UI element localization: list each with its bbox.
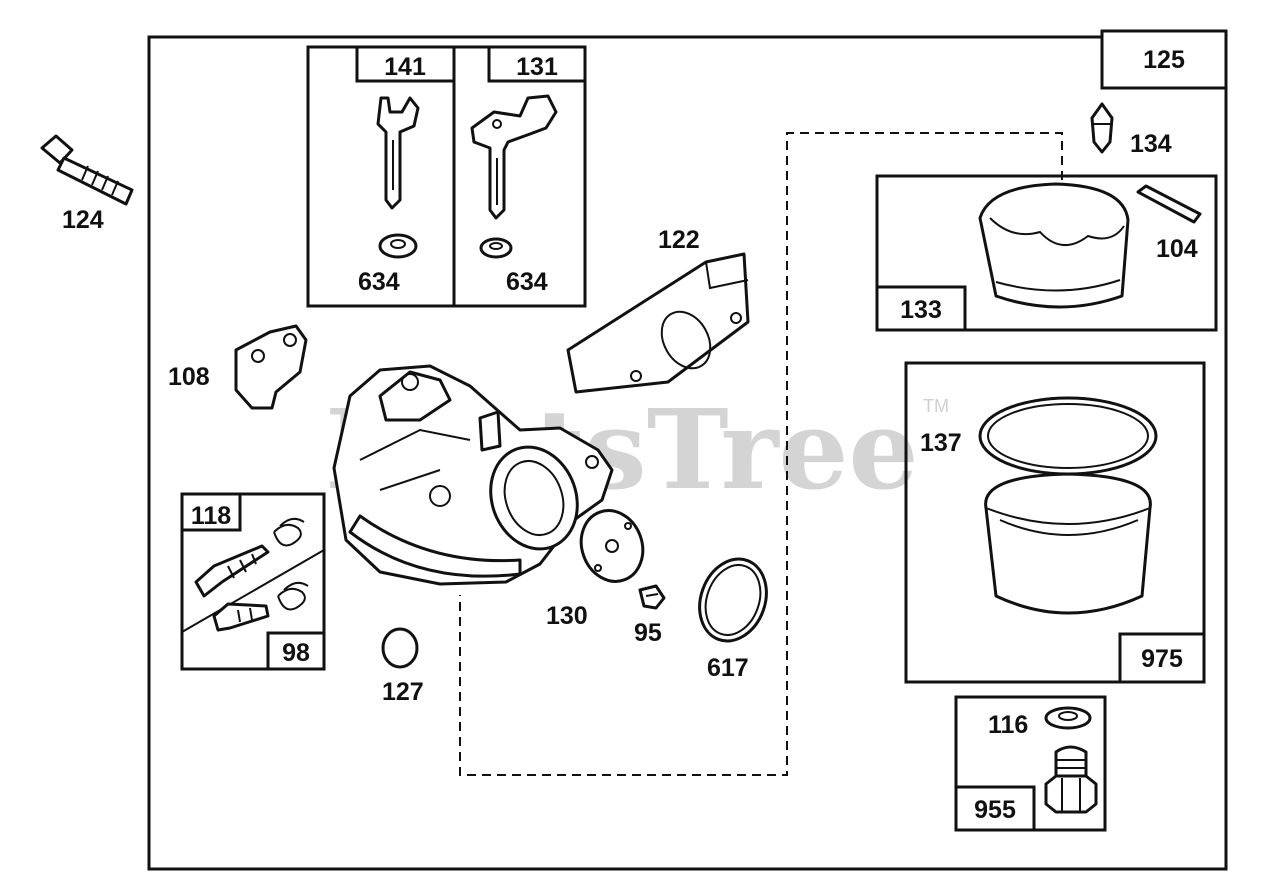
- kit-box-955[interactable]: 955 116: [954, 695, 1107, 832]
- kit-label-125: 125: [1143, 46, 1185, 74]
- kit-box-975[interactable]: 975 137: [904, 361, 1206, 684]
- kit-label-975: 975: [1141, 645, 1183, 673]
- part-label-634-b: 634: [506, 268, 548, 296]
- part-127-plug[interactable]: 127: [381, 627, 424, 706]
- kit-box-131[interactable]: 131 634: [452, 45, 587, 308]
- part-133-float[interactable]: [978, 182, 1130, 309]
- part-label-634-a: 634: [358, 268, 400, 296]
- kit-label-133: 133: [900, 296, 942, 324]
- kit-box-98[interactable]: 98: [266, 631, 326, 671]
- kit-box-118[interactable]: 118: [180, 492, 326, 671]
- part-108-plate[interactable]: 108: [168, 324, 308, 410]
- part-617-gasket[interactable]: 617: [689, 550, 778, 682]
- kit-box-133[interactable]: 133 104: [875, 174, 1218, 332]
- part-label-116: 116: [988, 711, 1028, 739]
- assembly-leader-line: [459, 132, 1063, 776]
- carburetor-body[interactable]: [332, 364, 614, 586]
- part-975-bowl[interactable]: [984, 472, 1152, 615]
- part-95-screw[interactable]: 95: [634, 584, 666, 647]
- part-label-108: 108: [168, 363, 210, 391]
- kit-label-141: 141: [384, 53, 426, 81]
- part-label-122: 122: [658, 226, 700, 254]
- kit-box-125[interactable]: 125: [1100, 29, 1228, 90]
- kit-box-141[interactable]: 141 634: [306, 45, 456, 308]
- part-116-washer[interactable]: [1044, 706, 1092, 730]
- watermark-trademark: TM: [923, 396, 949, 416]
- part-label-104: 104: [1156, 235, 1198, 263]
- part-label-95: 95: [634, 619, 662, 647]
- part-134-needle[interactable]: 134: [1090, 102, 1172, 158]
- kit-label-98: 98: [282, 639, 310, 667]
- part-634-washer-a[interactable]: [378, 233, 418, 259]
- kit-label-131: 131: [516, 53, 558, 81]
- part-124-screw[interactable]: 124: [40, 134, 134, 234]
- part-label-137: 137: [920, 429, 962, 457]
- part-label-124: 124: [62, 206, 104, 234]
- diagram-frame: [147, 35, 1228, 871]
- part-122-spacer[interactable]: 122: [566, 226, 750, 394]
- part-label-134: 134: [1130, 130, 1172, 158]
- part-label-127: 127: [382, 678, 424, 706]
- kit-label-118: 118: [191, 502, 231, 530]
- part-104-pin[interactable]: [1136, 184, 1202, 224]
- part-label-130: 130: [546, 602, 588, 630]
- part-130-plate[interactable]: 130: [546, 502, 653, 630]
- part-137-oring[interactable]: [978, 396, 1158, 476]
- kit-label-955: 955: [974, 796, 1016, 824]
- part-label-617: 617: [707, 654, 749, 682]
